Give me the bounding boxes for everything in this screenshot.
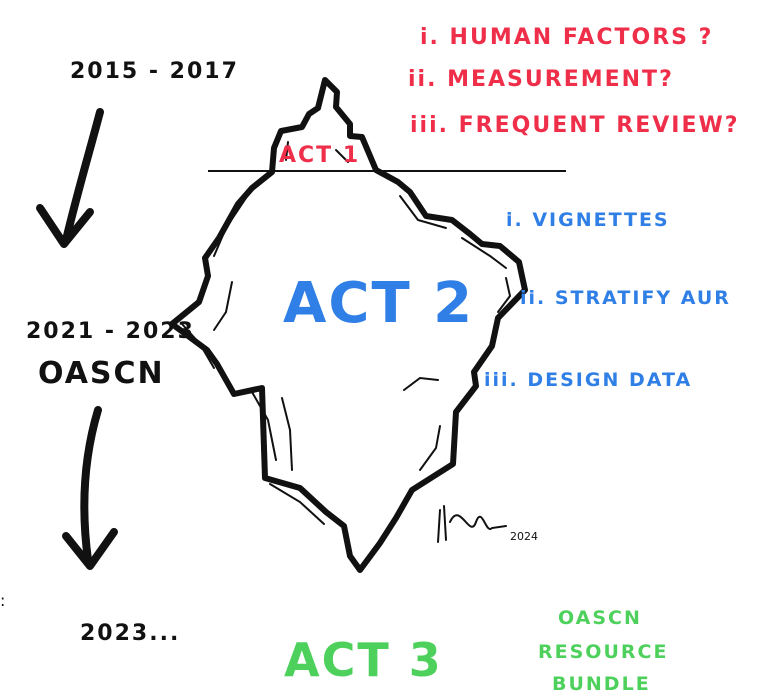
resource-bundle-line: OASCN — [558, 607, 642, 629]
act-2-item: i. VIGNETTES — [506, 209, 670, 231]
act-1-question: i. HUMAN FACTORS ? — [420, 25, 713, 50]
act-2-item: ii. STRATIFY AUR — [520, 287, 731, 309]
period-1-label: 2015 - 2017 — [70, 59, 239, 84]
edge-mark: : — [0, 591, 5, 610]
act-3-label: ACT 3 — [284, 633, 443, 687]
iceberg-outline — [169, 77, 528, 573]
act-1-question: iii. FREQUENT REVIEW? — [410, 113, 740, 138]
iceberg-shading — [181, 141, 512, 525]
period-2-name: OASCN — [38, 356, 165, 391]
act-1-label: ACT 1 — [279, 143, 360, 168]
timeline-arrow-1 — [36, 108, 104, 248]
act-2-label: ACT 2 — [283, 271, 474, 336]
resource-bundle-line: BUNDLE — [552, 673, 651, 694]
resource-bundle-line: RESOURCE — [538, 641, 668, 663]
period-3-label: 2023... — [80, 621, 180, 646]
act-1-question: ii. MEASUREMENT? — [408, 67, 674, 92]
act-2-item: iii. DESIGN DATA — [484, 369, 692, 391]
timeline-arrow-2 — [62, 406, 118, 570]
signature — [437, 505, 507, 543]
period-2-label: 2021 - 2023 — [26, 319, 195, 344]
signature-year: 2024 — [510, 530, 538, 543]
